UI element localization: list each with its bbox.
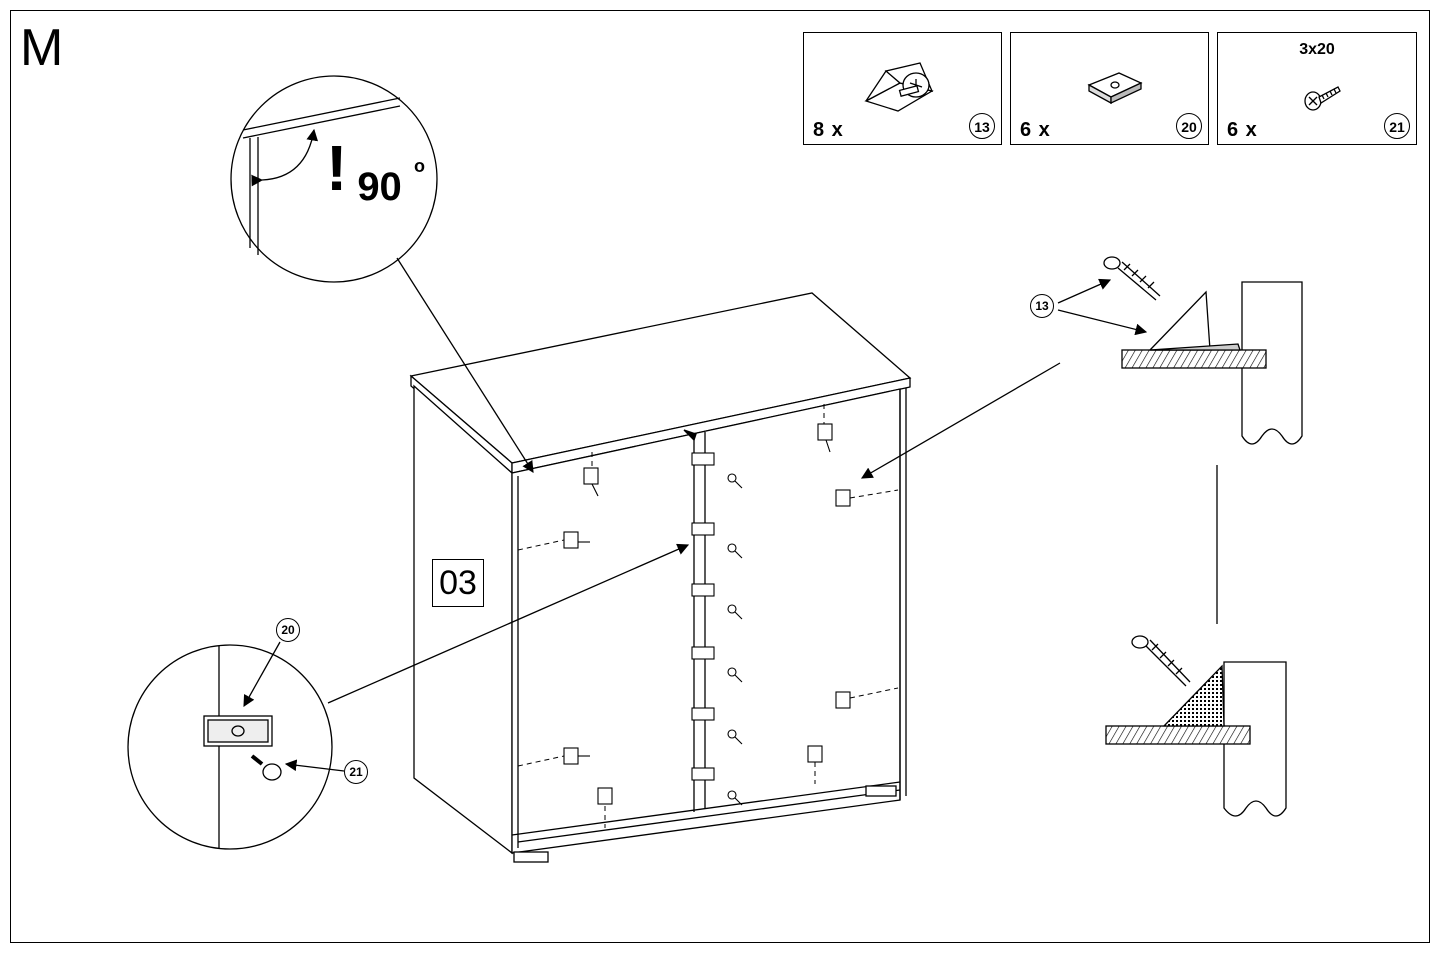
corner-bracket <box>807 745 823 763</box>
connector-plate <box>691 583 715 597</box>
part-number-20: 20 <box>1176 113 1202 139</box>
warning-mark: ! <box>326 132 348 204</box>
corner-bracket <box>817 423 833 453</box>
detail-bracket-mounting <box>860 256 1303 817</box>
callout-plate: 20 <box>276 618 300 642</box>
screw <box>1131 635 1191 687</box>
callout-screw: 21 <box>344 760 368 784</box>
connector-plate <box>691 767 715 781</box>
angle-number: 90 <box>357 165 402 209</box>
screw <box>727 729 743 745</box>
cabinet <box>409 292 912 863</box>
callout-bracket: 13 <box>1030 294 1054 318</box>
corner-bracket <box>597 787 613 805</box>
detail-connector-plate <box>127 543 690 850</box>
screw <box>1103 256 1161 301</box>
connector-plate <box>691 707 715 721</box>
page-frame <box>10 10 1430 943</box>
part-qty-13: 8 x <box>813 119 844 141</box>
screw-size: 3x20 <box>1299 41 1335 58</box>
part-box-13: 8 x 13 <box>803 32 1002 145</box>
part-number-13: 13 <box>969 113 995 139</box>
screw-icon <box>1304 86 1341 111</box>
corner-bracket-icon <box>864 62 934 112</box>
panel-label: 03 <box>432 559 484 607</box>
screw <box>250 754 282 781</box>
angle-degree: o <box>414 156 425 176</box>
screw <box>727 473 743 489</box>
part-qty-21: 6 x <box>1227 119 1258 141</box>
screw <box>727 543 743 559</box>
screw <box>727 667 743 683</box>
connector-plate-icon <box>1087 72 1143 105</box>
detail-90-degree <box>230 75 534 473</box>
connector-plate <box>691 646 715 660</box>
dashed-guides <box>517 404 899 828</box>
corner-bracket <box>563 531 590 549</box>
part-number-21: 21 <box>1384 113 1410 139</box>
part-qty-20: 6 x <box>1020 119 1051 141</box>
angle-value: !90 <box>326 136 422 209</box>
corner-bracket <box>835 691 851 709</box>
plate-screws <box>727 473 743 806</box>
part-box-21: 3x20 6 x 21 <box>1217 32 1417 145</box>
connector-plate <box>691 452 715 466</box>
part-box-20: 6 x 20 <box>1010 32 1209 145</box>
screw <box>727 790 743 806</box>
corner-bracket <box>835 489 851 507</box>
corner-bracket <box>583 467 599 497</box>
connector-plate <box>691 522 715 536</box>
step-letter: M <box>20 19 64 77</box>
screw <box>727 604 743 620</box>
